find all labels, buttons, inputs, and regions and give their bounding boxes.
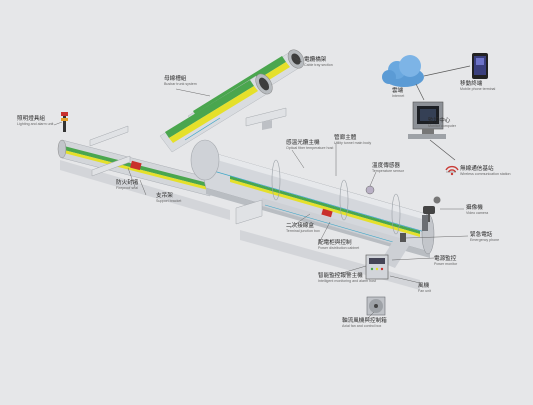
label-cloud: 雲端 Internet <box>392 88 405 99</box>
control-cabinet-icon <box>365 254 389 280</box>
label-busbar: 母線槽組 Busbar trunk system <box>164 76 197 87</box>
label-temp-cable: 溫度傳感器 Temperature sensor <box>372 163 404 174</box>
mobile-phone-icon <box>472 53 488 79</box>
wifi-icon <box>445 165 459 176</box>
support-beam-left <box>89 125 131 177</box>
label-distribution: 配電柜與控制 Power distribution cabinet <box>318 240 360 251</box>
label-mobile: 移動終端 Mobile phone terminal <box>460 81 496 92</box>
gas-sensor-icon <box>365 185 375 195</box>
computer-icon <box>408 101 446 139</box>
label-bottom-device: 軸流風機與控制箱 Axial fan and control box <box>342 318 387 329</box>
upper-branch-front <box>159 73 273 153</box>
phone-icon <box>400 233 406 242</box>
label-fire-wall: 防火封堵 Fireproof seal <box>116 180 139 191</box>
label-alarm-panel: 智能監控報警主機 Intelligent monitoring and alar… <box>318 273 376 284</box>
support-beam-mid <box>235 199 263 225</box>
fan-icon <box>366 296 386 316</box>
label-support: 支吊架 Support bracket <box>156 193 182 204</box>
cloud-icon <box>382 55 424 87</box>
label-lighting: 照明燈具組 Lighting and alarm unit <box>17 116 54 127</box>
left-pipe <box>57 139 211 197</box>
alarm-light-icon <box>61 112 68 132</box>
label-fiber-box: 二次接線盒 Terminal junction box <box>286 223 320 234</box>
label-computer: 監控中心 Monitor computer <box>428 118 456 129</box>
label-fan: 風機 Fan unit <box>418 283 431 294</box>
label-wireless: 無線通信基站 Wireless communication station <box>460 166 511 177</box>
label-power-monitor: 電源監控 Power monitor <box>434 256 458 267</box>
label-cable-tray: 電纜橋架 Cable tray section <box>304 57 333 68</box>
label-heat-sensor: 感溫光纜主機 Optical fiber temperature host <box>286 140 334 151</box>
label-camera: 攝像機 Video camera <box>466 205 489 216</box>
camera-icon <box>422 196 441 231</box>
leader-lines <box>53 55 469 319</box>
label-main-tunnel: 管廊主體 Utility tunnel main body <box>334 135 372 146</box>
support-beam-top <box>245 107 287 130</box>
label-phone: 緊急電話 Emergency phone <box>470 232 500 243</box>
